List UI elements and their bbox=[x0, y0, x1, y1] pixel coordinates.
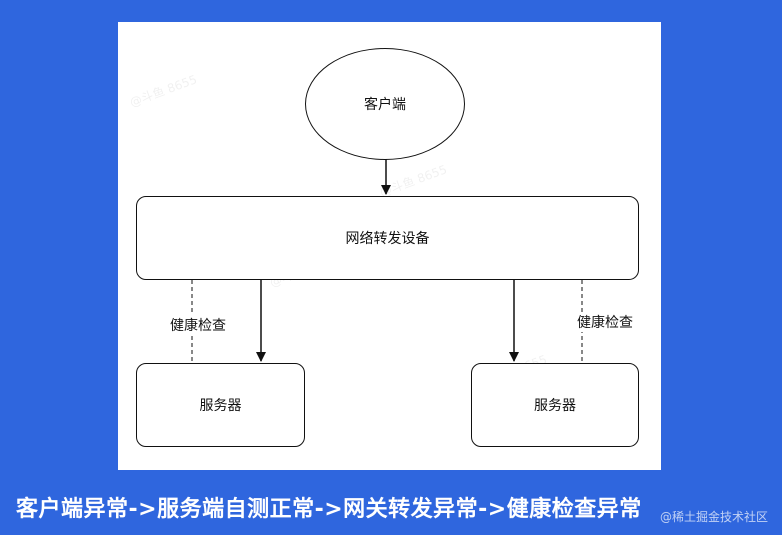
watermark: @斗鱼 8655 bbox=[127, 72, 199, 110]
client-label: 客户端 bbox=[364, 97, 406, 113]
client-node: 客户端 bbox=[305, 48, 465, 160]
server-right-node: 服务器 bbox=[471, 363, 639, 447]
server-left-label: 服务器 bbox=[199, 398, 242, 414]
diagram-canvas: @斗鱼 8655 @斗鱼 8655 @斗鱼 8655 @斗鱼 8655 @斗鱼 … bbox=[118, 22, 661, 470]
source-watermark: @稀土掘金技术社区 bbox=[659, 510, 768, 524]
watermark: @斗鱼 8655 bbox=[377, 162, 449, 200]
server-right-label: 服务器 bbox=[534, 398, 576, 414]
server-left-node: 服务器 bbox=[136, 363, 305, 447]
caption-text: 客户端异常->服务端自测正常->网关转发异常->健康检查异常 bbox=[16, 497, 642, 522]
health-check-label-left: 健康检查 bbox=[170, 315, 226, 335]
forwarder-node: 网络转发设备 bbox=[136, 196, 639, 280]
health-check-label-right: 健康检查 bbox=[577, 312, 633, 332]
forwarder-label: 网络转发设备 bbox=[345, 231, 430, 247]
